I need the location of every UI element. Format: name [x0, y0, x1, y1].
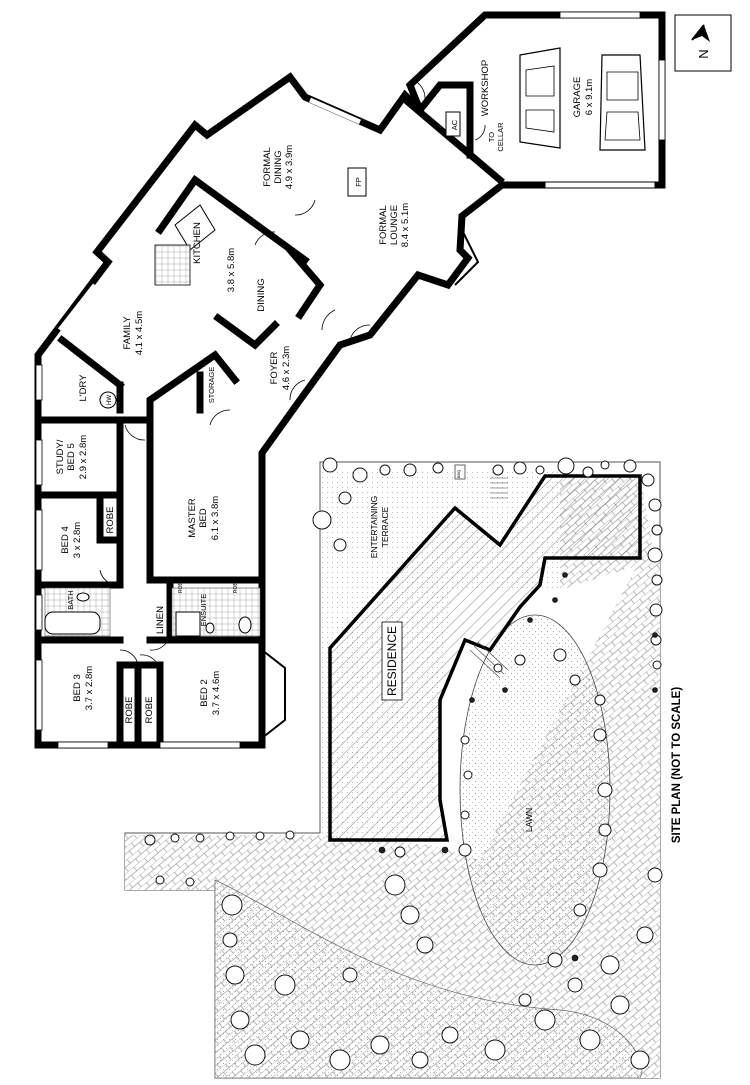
study-name-2: BED 5 — [66, 443, 77, 470]
bed3-robe-name: ROBE — [124, 697, 135, 724]
dining-lower-wall — [213, 313, 280, 350]
toilet-icon — [238, 616, 252, 634]
bed2-robe-name: ROBE — [144, 697, 155, 724]
to-cellar-line2: CELLAR — [496, 122, 505, 152]
kitchen-family-wall — [155, 175, 200, 235]
lawn-label: LAWN — [524, 808, 534, 832]
formal-dining-size: 4.9 x 3.9m — [284, 145, 295, 189]
linen-name: LINEN — [155, 606, 166, 634]
foyer-name: FOYER — [269, 352, 280, 385]
study-name-1: STUDY/ — [55, 439, 66, 474]
bed2-name: BED 2 — [199, 679, 210, 706]
foyer-size: 4.6 x 2.3m — [281, 346, 292, 390]
site-plan-caption: SITE PLAN (NOT TO SCALE) — [671, 687, 683, 843]
compass-frame — [674, 14, 732, 72]
dining-name: DINING — [256, 278, 267, 311]
ensuite-basin-icon — [205, 622, 215, 634]
bath-name: BATH — [66, 590, 75, 609]
workshop-name: WORKSHOP — [480, 60, 491, 116]
bed4-robe-name: ROBE — [105, 507, 116, 534]
car-icon — [599, 54, 646, 151]
robe-bed4-wall — [96, 496, 124, 544]
garage-door — [544, 181, 656, 189]
bathtub-icon — [44, 611, 101, 635]
laundry-wall — [57, 335, 125, 390]
bed3-name: BED 3 — [72, 674, 83, 701]
door-swings — [99, 79, 486, 666]
landscaping-plants-icon — [144, 457, 663, 1071]
north-compass: N — [674, 14, 732, 72]
fireplace-label: FP — [354, 177, 363, 187]
formal-lounge-name-2: LOUNGE — [389, 205, 400, 245]
storage-wall — [146, 350, 240, 424]
master-name-1: MASTER — [187, 498, 198, 538]
family-size: 4.1 x 4.5m — [134, 311, 145, 355]
dining-wall — [285, 245, 325, 320]
shower-icon — [175, 611, 201, 637]
family-name: FAMILY — [122, 316, 133, 350]
site-plan: BBQ — [124, 457, 683, 1079]
master-robe-a-name: ROBE — [178, 578, 184, 593]
kitchen-name: KITCHEN — [192, 222, 203, 264]
bed4-size: 3 x 2.8m — [72, 522, 83, 559]
workshop-wall — [415, 81, 474, 115]
hot-water-icon — [99, 391, 117, 409]
residence-label-box: RESIDENCE — [381, 621, 403, 701]
windows — [35, 11, 666, 749]
ensuite-name: ENSUITE — [199, 594, 208, 627]
hot-water-label: HW — [107, 395, 113, 405]
master-size: 6.1 x 3.8m — [210, 496, 221, 540]
bed2-bay-window — [261, 649, 286, 739]
formal-lounge-name-1: FORMAL — [378, 205, 389, 245]
garage-name: GARAGE — [572, 77, 583, 118]
laundry-name: L'DRY — [78, 374, 89, 402]
master-name-2: BED — [198, 508, 209, 528]
kitchen-size: 3.8 x 5.8m — [226, 248, 237, 292]
lounge-bay-window — [454, 229, 480, 286]
formal-dining-name-1: FORMAL — [262, 147, 273, 187]
bbq-label: BBQ — [456, 470, 461, 478]
ac-unit-icon — [445, 111, 461, 137]
terrace-label-line1: ENTERTAINING — [369, 496, 379, 559]
room-labels: FORMAL DINING 4.9 x 3.9m FORMAL LOUNGE 8… — [55, 60, 595, 724]
residence-footprint — [328, 474, 642, 842]
formal-dining-name-2: DINING — [273, 150, 284, 183]
kitchen-bench-icon — [174, 204, 216, 251]
bed4-name: BED 4 — [60, 526, 71, 553]
kitchen-island-icon — [154, 244, 191, 286]
garage-size: 6 x 9.1m — [584, 79, 595, 116]
bbq-icon — [454, 464, 466, 480]
fireplace-icon — [347, 167, 367, 197]
north-arrow-icon — [691, 24, 710, 42]
to-cellar-line1: TO — [487, 132, 496, 142]
master-robe-b-name: ROBE — [233, 578, 239, 593]
basin-icon — [76, 592, 90, 602]
formal-lounge-size: 8.4 x 5.1m — [400, 203, 411, 247]
fixtures — [44, 111, 461, 637]
lawn-area — [459, 614, 611, 966]
lounge-workshop-wall — [403, 97, 505, 185]
study-size: 2.9 x 2.8m — [78, 435, 89, 479]
kitchen-dining-wall — [190, 175, 310, 265]
terrace-label-line2: TERRACE — [380, 506, 390, 547]
bed3-size: 3.7 x 2.8m — [84, 666, 95, 710]
compass-label: N — [696, 49, 711, 58]
ac-label: AC — [450, 119, 459, 130]
car-icon — [519, 47, 561, 149]
residence-label: RESIDENCE — [385, 626, 399, 696]
bed2-size: 3.7 x 4.6m — [211, 671, 222, 715]
house-floor-plan: FORMAL DINING 4.9 x 3.9m FORMAL LOUNGE 8… — [34, 11, 666, 749]
storage-name: STORAGE — [207, 367, 216, 404]
